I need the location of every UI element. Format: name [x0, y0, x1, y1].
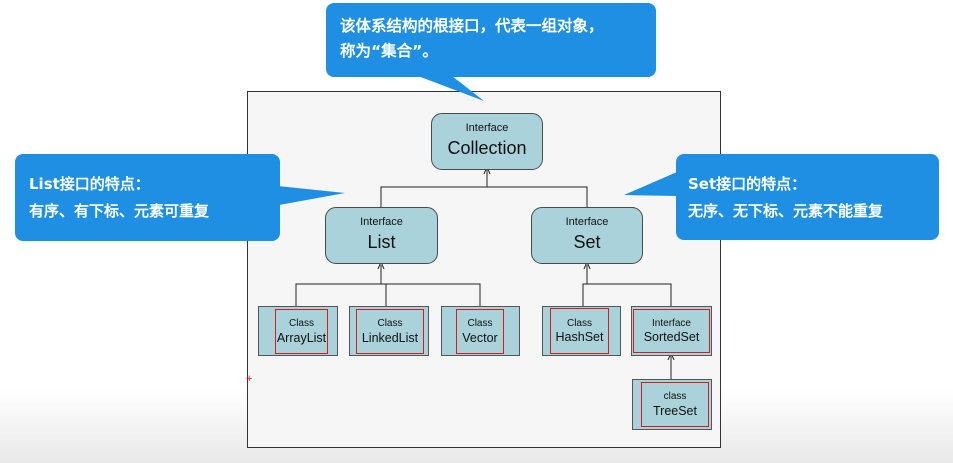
node-treeset-name: TreeSet [652, 403, 697, 418]
node-hashset-highlight: Class HashSet [550, 308, 609, 354]
node-arraylist-kind: Class [288, 318, 314, 330]
node-collection: Interface Collection [431, 113, 543, 170]
node-sortedset-kind: Interface [652, 317, 691, 329]
node-set-kind: Interface [565, 216, 609, 228]
node-vector-kind: Class [467, 318, 493, 330]
node-hashset-kind: Class [566, 317, 592, 329]
node-sortedset: Interface SortedSet [631, 306, 712, 356]
node-treeset-kind: class [663, 391, 687, 403]
node-treeset: class TreeSet [632, 379, 712, 430]
node-list: Interface List [325, 207, 438, 264]
callout-set-title: Set接口的特点： [688, 175, 807, 193]
red-plus-marker: + [246, 373, 253, 385]
node-vector-name: Vector [462, 330, 498, 345]
node-sortedset-name: SortedSet [643, 330, 700, 345]
node-linkedlist-kind: Class [377, 318, 403, 330]
node-arraylist-name: ArrayList [276, 330, 327, 345]
callout-set-features: Set接口的特点： 无序、无下标、元素不能重复 [676, 154, 939, 240]
node-sortedset-highlight: Interface SortedSet [633, 309, 710, 353]
node-collection-kind: Interface [465, 122, 509, 134]
node-list-kind: Interface [360, 216, 403, 228]
callout-top-line1: 该体系结构的根接口，代表一组对象， [340, 17, 604, 35]
node-treeset-highlight: class TreeSet [641, 382, 709, 427]
node-list-name: List [367, 231, 396, 252]
node-arraylist: Class ArrayList [258, 306, 338, 356]
node-hashset-name: HashSet [555, 330, 604, 345]
node-linkedlist: Class LinkedList [349, 306, 429, 356]
callout-list-text: 有序、有下标、元素可重复 [29, 202, 210, 220]
callout-set-text: 无序、无下标、元素不能重复 [688, 202, 884, 220]
node-linkedlist-name: LinkedList [361, 330, 419, 345]
node-set: Interface Set [531, 207, 643, 264]
node-arraylist-highlight: Class ArrayList [275, 309, 328, 354]
callout-collection-root: 该体系结构的根接口，代表一组对象， 称为“集合”。 [326, 3, 656, 77]
callout-list-title: List接口的特点： [29, 175, 150, 193]
node-vector-highlight: Class Vector [456, 309, 504, 354]
callout-top-line2: 称为“集合”。 [340, 42, 438, 60]
node-linkedlist-highlight: Class LinkedList [356, 309, 424, 354]
node-vector: Class Vector [441, 306, 520, 356]
node-hashset: Class HashSet [542, 306, 621, 356]
node-collection-name: Collection [447, 137, 527, 158]
callout-list-features: List接口的特点： 有序、有下标、元素可重复 [15, 154, 280, 241]
node-set-name: Set [573, 231, 601, 252]
